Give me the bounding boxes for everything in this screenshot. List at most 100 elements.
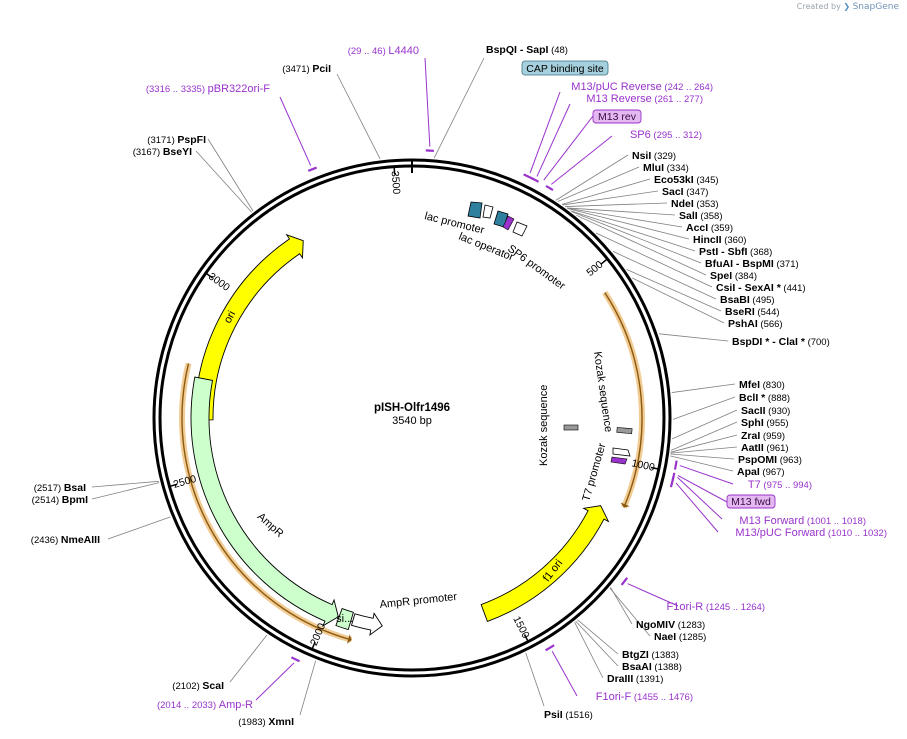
- plasmid-name: pISH-Olfr1496: [374, 402, 450, 414]
- site-label-eco53ki[interactable]: Eco53kI (345): [654, 174, 719, 186]
- site-label-bsabi[interactable]: BsaBI (495): [720, 294, 775, 306]
- plasmid-length: 3540 bp: [392, 415, 432, 427]
- site-label-spei[interactable]: SpeI (384): [710, 270, 757, 282]
- kozak-sequence-right[interactable]: [616, 427, 633, 435]
- feature-f1-ori[interactable]: [480, 505, 610, 623]
- tick-label-500: 500: [584, 259, 605, 279]
- feature-ori[interactable]: [194, 233, 304, 421]
- primer-label-m13-puc-forward[interactable]: M13/pUC Forward (1010 .. 1032): [735, 527, 887, 539]
- site-leader-7: [567, 208, 690, 240]
- credit-brand: SnapGene: [852, 2, 899, 12]
- site-label-psti-sbfi[interactable]: PstI - SbfI (368): [699, 246, 772, 258]
- kozak-sequence-right-label: Kozak sequence: [591, 351, 614, 433]
- primer-label-sp6[interactable]: SP6 (295 .. 312): [630, 129, 702, 141]
- primer-leader-203: [536, 103, 571, 177]
- site-leader-3: [562, 190, 659, 206]
- site-leader-111: [195, 150, 252, 213]
- site-label-bseri[interactable]: BseRI (544): [725, 306, 780, 318]
- site-leader-106: [229, 634, 268, 683]
- site-label-scai[interactable]: (2102) ScaI: [172, 680, 224, 692]
- site-leader-12: [612, 251, 717, 300]
- primer-leader-209: [675, 482, 719, 533]
- primer-box-m13-rev[interactable]: [592, 109, 642, 124]
- site-label-hincii[interactable]: HincII (360): [693, 234, 746, 246]
- site-label-bsai[interactable]: (2517) BsaI: [34, 482, 86, 494]
- site-label-pcii[interactable]: (3471) PciI: [282, 63, 331, 75]
- site-label-bseyi[interactable]: (3167) BseYI: [133, 146, 192, 158]
- site-leader-104: [574, 621, 604, 679]
- primer-label-m13-forward[interactable]: M13 Forward (1001 .. 1018): [739, 515, 866, 527]
- site-label-xmni[interactable]: (1983) XmnI: [238, 716, 294, 728]
- cap-binding-site[interactable]: CAP binding site: [521, 60, 609, 76]
- site-label-naei[interactable]: NaeI (1285): [654, 631, 706, 643]
- primer-label-t7[interactable]: T7 (975 .. 994): [748, 479, 812, 491]
- site-label-mfei[interactable]: MfeI (830): [739, 379, 785, 391]
- tick-label-1000: 1000: [630, 457, 655, 474]
- primer-box-label-m13-fwd: M13 fwd: [731, 496, 771, 508]
- site-label-pspomi[interactable]: PspOMI (963): [738, 454, 802, 466]
- site-leader-23: [670, 455, 734, 472]
- kozak-sequence-left[interactable]: [563, 424, 579, 431]
- tick-label-3000: 3000: [206, 271, 232, 294]
- site-label-pshai[interactable]: PshAI (566): [728, 318, 783, 330]
- primer-leader-204: [543, 115, 594, 181]
- site-leader-9: [571, 211, 702, 264]
- primer-label-l4440[interactable]: (29 .. 46) L4440: [348, 45, 419, 57]
- site-label-acci[interactable]: AccI (359): [686, 222, 733, 234]
- site-label-btgzi[interactable]: BtgZI (1383): [622, 649, 679, 661]
- primer-label-m13-puc-reverse[interactable]: M13/pUC Reverse (242 .. 264): [571, 81, 713, 93]
- lac-promoter-arrow[interactable]: [467, 201, 494, 219]
- site-leader-6: [567, 207, 683, 228]
- site-label-bspqi-sapi[interactable]: BspQI - SapI (48): [486, 44, 568, 56]
- primer-label-m13-reverse[interactable]: M13 Reverse (261 .. 277): [586, 93, 703, 105]
- site-label-nsii[interactable]: NsiI (329): [632, 150, 676, 162]
- primer-leader-207: [677, 475, 728, 503]
- amp-r-promoter-label: AmpR promoter: [379, 591, 458, 611]
- site-label-bsaai[interactable]: BsaAI (1388): [622, 661, 682, 673]
- site-leader-8: [570, 210, 696, 252]
- site-label-zrai[interactable]: ZraI (959): [741, 430, 785, 442]
- primer-label-amp-r[interactable]: (2014 .. 2033) Amp-R: [157, 699, 253, 711]
- site-label-bspdi-clai[interactable]: BspDI * - ClaI * (700): [732, 336, 830, 348]
- site-label-bpmi[interactable]: (2514) BpmI: [32, 494, 88, 506]
- feature-si[interactable]: [335, 608, 354, 631]
- site-leader-0: [555, 154, 629, 201]
- site-label-bcli[interactable]: BclI * (888): [739, 392, 790, 404]
- tick-3500: [393, 166, 396, 175]
- primer-label-f1ori-f[interactable]: F1ori-F (1455 .. 1476): [596, 691, 693, 703]
- tick-label-3500: 3500: [389, 171, 403, 195]
- site-label-nmeaiii[interactable]: (2436) NmeAIII: [31, 534, 100, 546]
- site-label-aatii[interactable]: AatII (961): [741, 442, 789, 454]
- primer-mark-2: [523, 173, 534, 180]
- site-leader-102: [577, 619, 619, 655]
- tick-2000: [311, 641, 316, 650]
- site-label-draiii[interactable]: DraIII (1391): [607, 673, 663, 685]
- primer-label-pbr322ori-f[interactable]: (3316 .. 3335) pBR322ori-F: [146, 83, 270, 95]
- site-label-psii[interactable]: PsiI (1516): [544, 709, 593, 721]
- site-label-sacii[interactable]: SacII (930): [741, 405, 790, 417]
- site-label-ndei[interactable]: NdeI (353): [671, 198, 719, 210]
- orf-line-0: [604, 292, 643, 508]
- primer-leader-lines: [255, 57, 734, 701]
- sp6-promoter-arrow[interactable]: [502, 215, 528, 237]
- site-label-pspfi[interactable]: (3171) PspFI: [147, 134, 206, 146]
- t7-promoter-arrow[interactable]: [610, 447, 631, 465]
- feature-ampr-promoter[interactable]: [350, 612, 383, 636]
- site-label-apai[interactable]: ApaI (967): [737, 466, 785, 478]
- site-label-sphi[interactable]: SphI (955): [741, 417, 789, 429]
- primer-label-f1ori-r[interactable]: F1ori-R (1245 .. 1264): [667, 601, 765, 613]
- primer-leader-206: [679, 465, 734, 485]
- feature-ampr[interactable]: [190, 376, 339, 627]
- site-label-saci[interactable]: SacI (347): [662, 186, 708, 198]
- site-leader-15: [659, 333, 729, 342]
- site-label-ngomiv[interactable]: NgoMIV (1283): [636, 619, 705, 631]
- site-label-sali[interactable]: SalI (358): [679, 210, 723, 222]
- site-label-bfuai-bspmi[interactable]: BfuAI - BspMI (371): [705, 258, 799, 270]
- site-leader-22: [670, 453, 735, 460]
- orf-arrowhead-1: [346, 634, 352, 644]
- credit-prefix: Created by: [796, 2, 841, 11]
- site-label-mlui[interactable]: MluI (334): [643, 162, 689, 174]
- primer-box-m13-fwd[interactable]: [726, 494, 776, 509]
- site-label-csii-sexai[interactable]: CsiI - SexAI * (441): [716, 282, 806, 294]
